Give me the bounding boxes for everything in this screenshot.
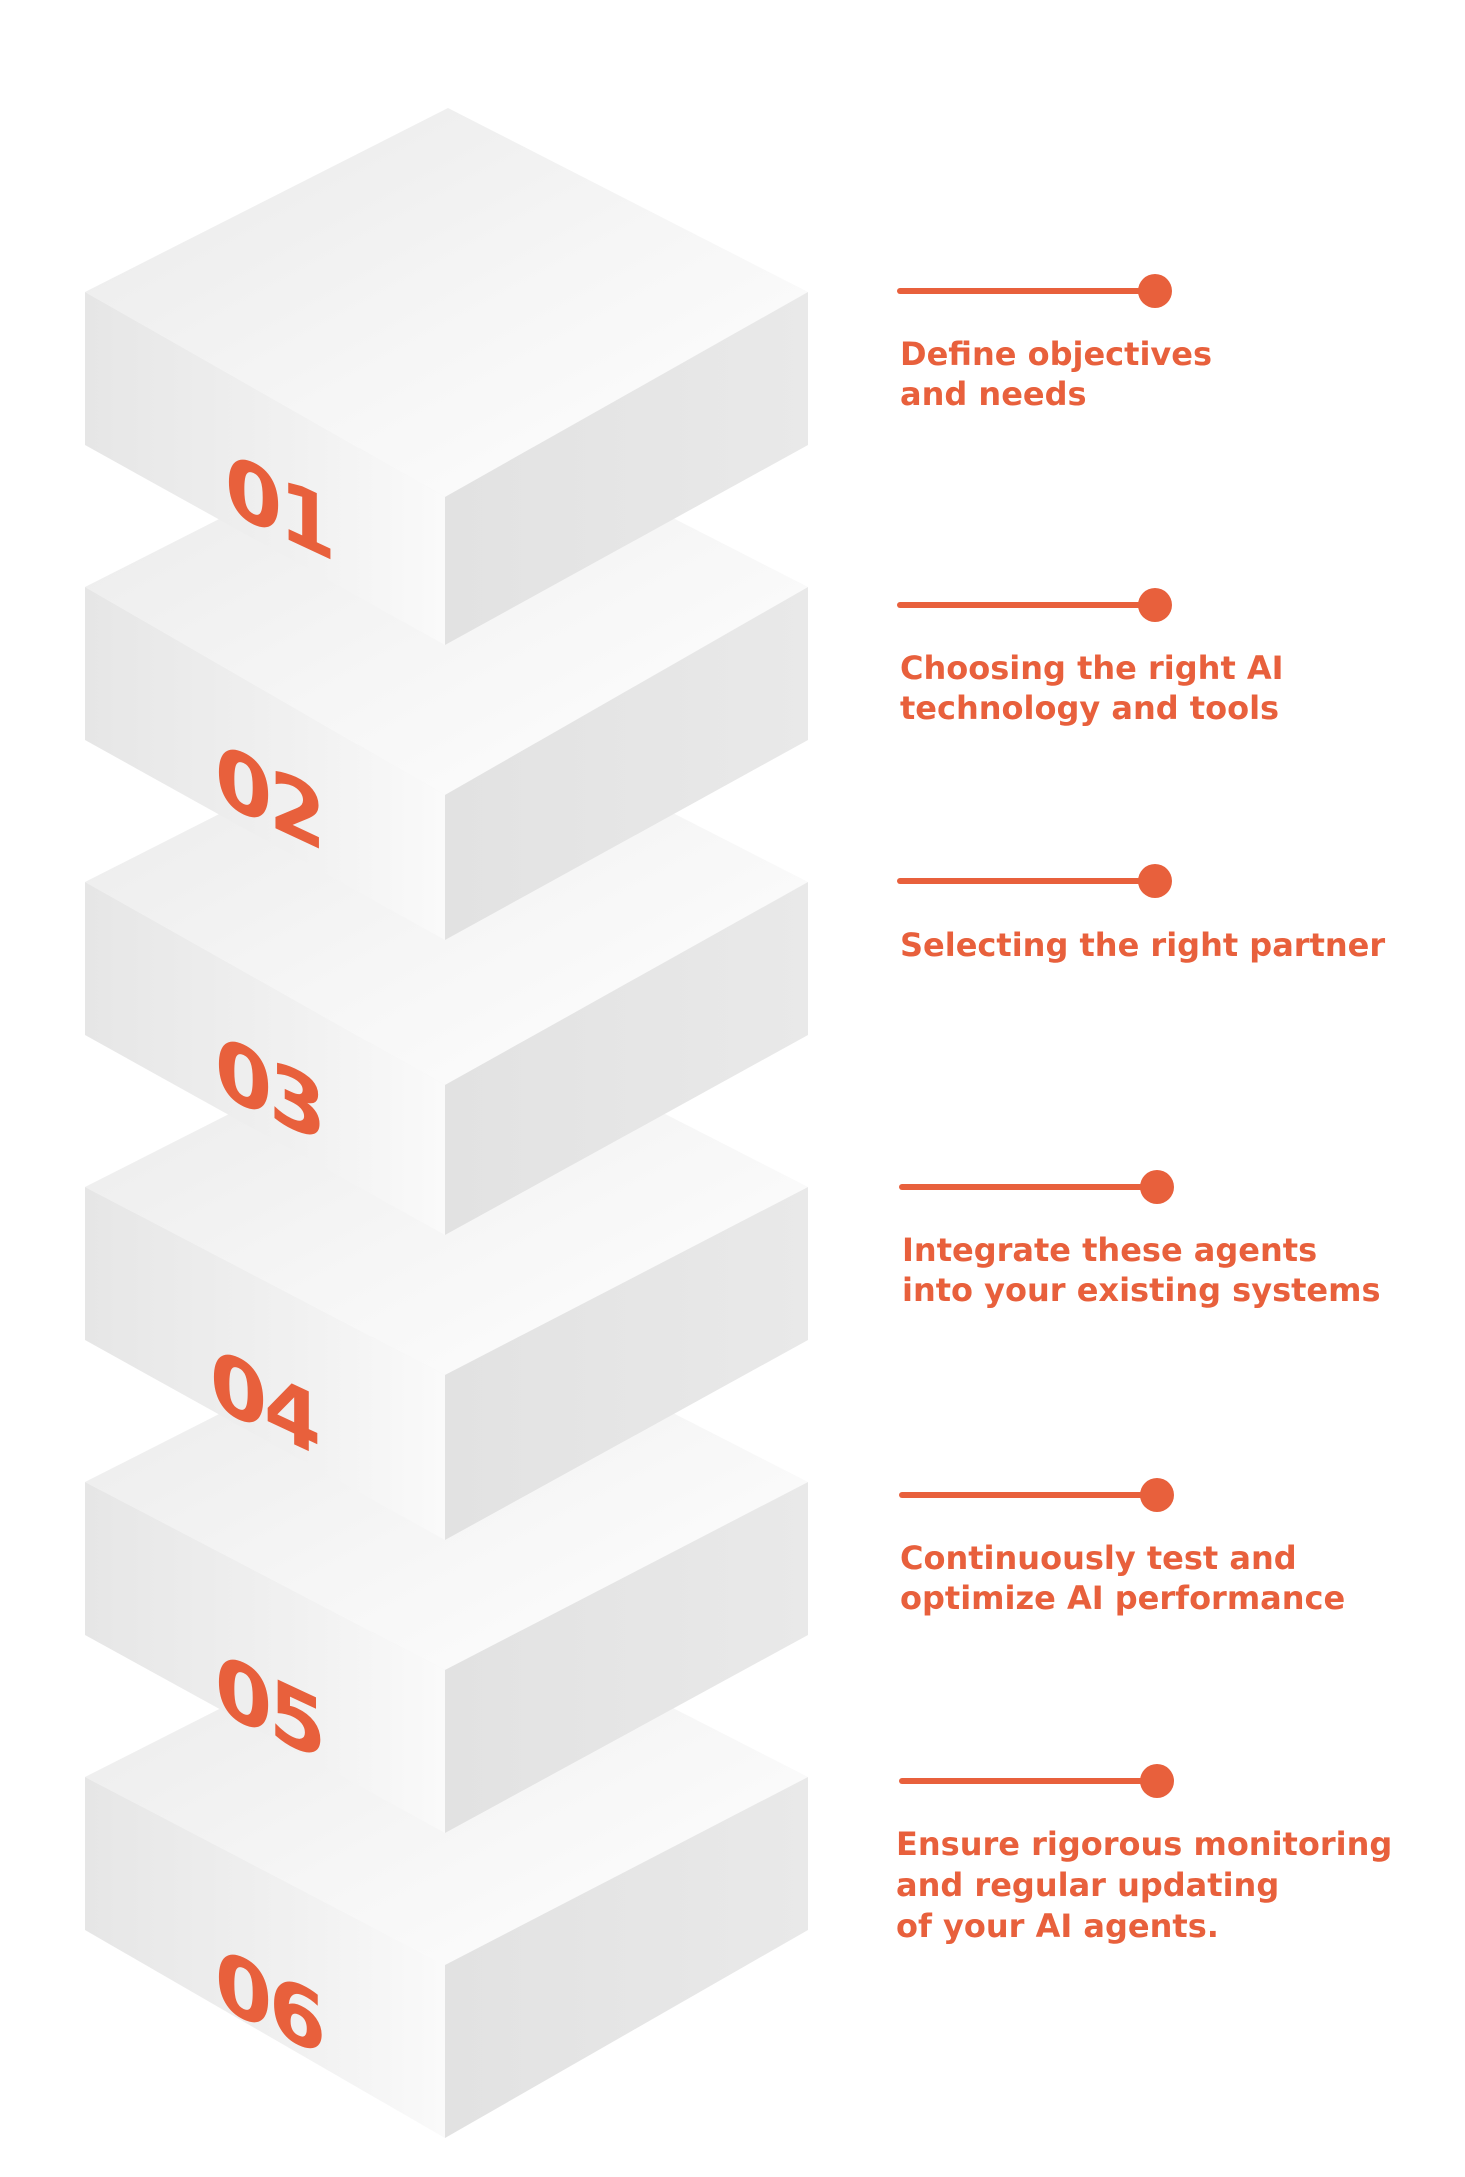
step-label-4: Integrate these agents into your existin… — [899, 1170, 1381, 1309]
block-right-face — [445, 1482, 808, 1833]
connector-dot — [1140, 1170, 1174, 1204]
block-stack: 06 05 04 03 02 — [85, 108, 808, 2138]
step-title-line: technology and tools — [900, 689, 1279, 727]
block-top-face — [85, 108, 808, 497]
block-right-face — [445, 1777, 808, 2138]
block-right-face — [445, 882, 808, 1235]
step-label-2: Choosing the right AI technology and too… — [897, 588, 1295, 727]
step-label-5: Continuously test and optimize AI perfor… — [899, 1478, 1345, 1617]
step-labels: Define objectives and needs Choosing the… — [896, 274, 1403, 1945]
step-title-line: Ensure rigorous monitoring — [896, 1825, 1392, 1863]
block-left-face — [85, 292, 445, 645]
step-title-5: Continuously test and optimize AI perfor… — [900, 1539, 1345, 1617]
block-left-face — [85, 1187, 445, 1540]
step-title-line: and needs — [900, 375, 1087, 413]
step-title-line: and regular updating — [896, 1866, 1279, 1904]
step-title-6: Ensure rigorous monitoring and regular u… — [896, 1825, 1403, 1945]
connector-dot — [1138, 588, 1172, 622]
connector-dot — [1140, 1478, 1174, 1512]
step-title-3: Selecting the right partner — [900, 926, 1385, 964]
block-left-face — [85, 1777, 445, 2138]
step-title-line: Define objectives — [900, 335, 1212, 373]
block-right-face — [445, 292, 808, 645]
connector-dot — [1138, 864, 1172, 898]
step-block-1: 01 — [85, 108, 808, 645]
step-label-6: Ensure rigorous monitoring and regular u… — [896, 1764, 1403, 1945]
block-right-face — [445, 1187, 808, 1540]
step-title-4: Integrate these agents into your existin… — [902, 1231, 1381, 1309]
step-title-line: into your existing systems — [902, 1271, 1381, 1309]
step-title-line: Integrate these agents — [902, 1231, 1317, 1269]
step-label-3: Selecting the right partner — [897, 864, 1385, 964]
step-title-line: Continuously test and — [900, 1539, 1297, 1577]
step-label-1: Define objectives and needs — [897, 274, 1223, 413]
step-title-line: optimize AI performance — [900, 1579, 1345, 1617]
block-left-face — [85, 882, 445, 1235]
block-left-face — [85, 587, 445, 940]
step-title-1: Define objectives and needs — [900, 335, 1223, 413]
block-right-face — [445, 587, 808, 940]
block-left-face — [85, 1482, 445, 1833]
connector-dot — [1138, 274, 1172, 308]
connector-dot — [1140, 1764, 1174, 1798]
step-title-line: of your AI agents. — [896, 1907, 1219, 1945]
step-title-2: Choosing the right AI technology and too… — [900, 649, 1295, 727]
step-title-line: Choosing the right AI — [900, 649, 1284, 687]
step-title-line: Selecting the right partner — [900, 926, 1385, 964]
